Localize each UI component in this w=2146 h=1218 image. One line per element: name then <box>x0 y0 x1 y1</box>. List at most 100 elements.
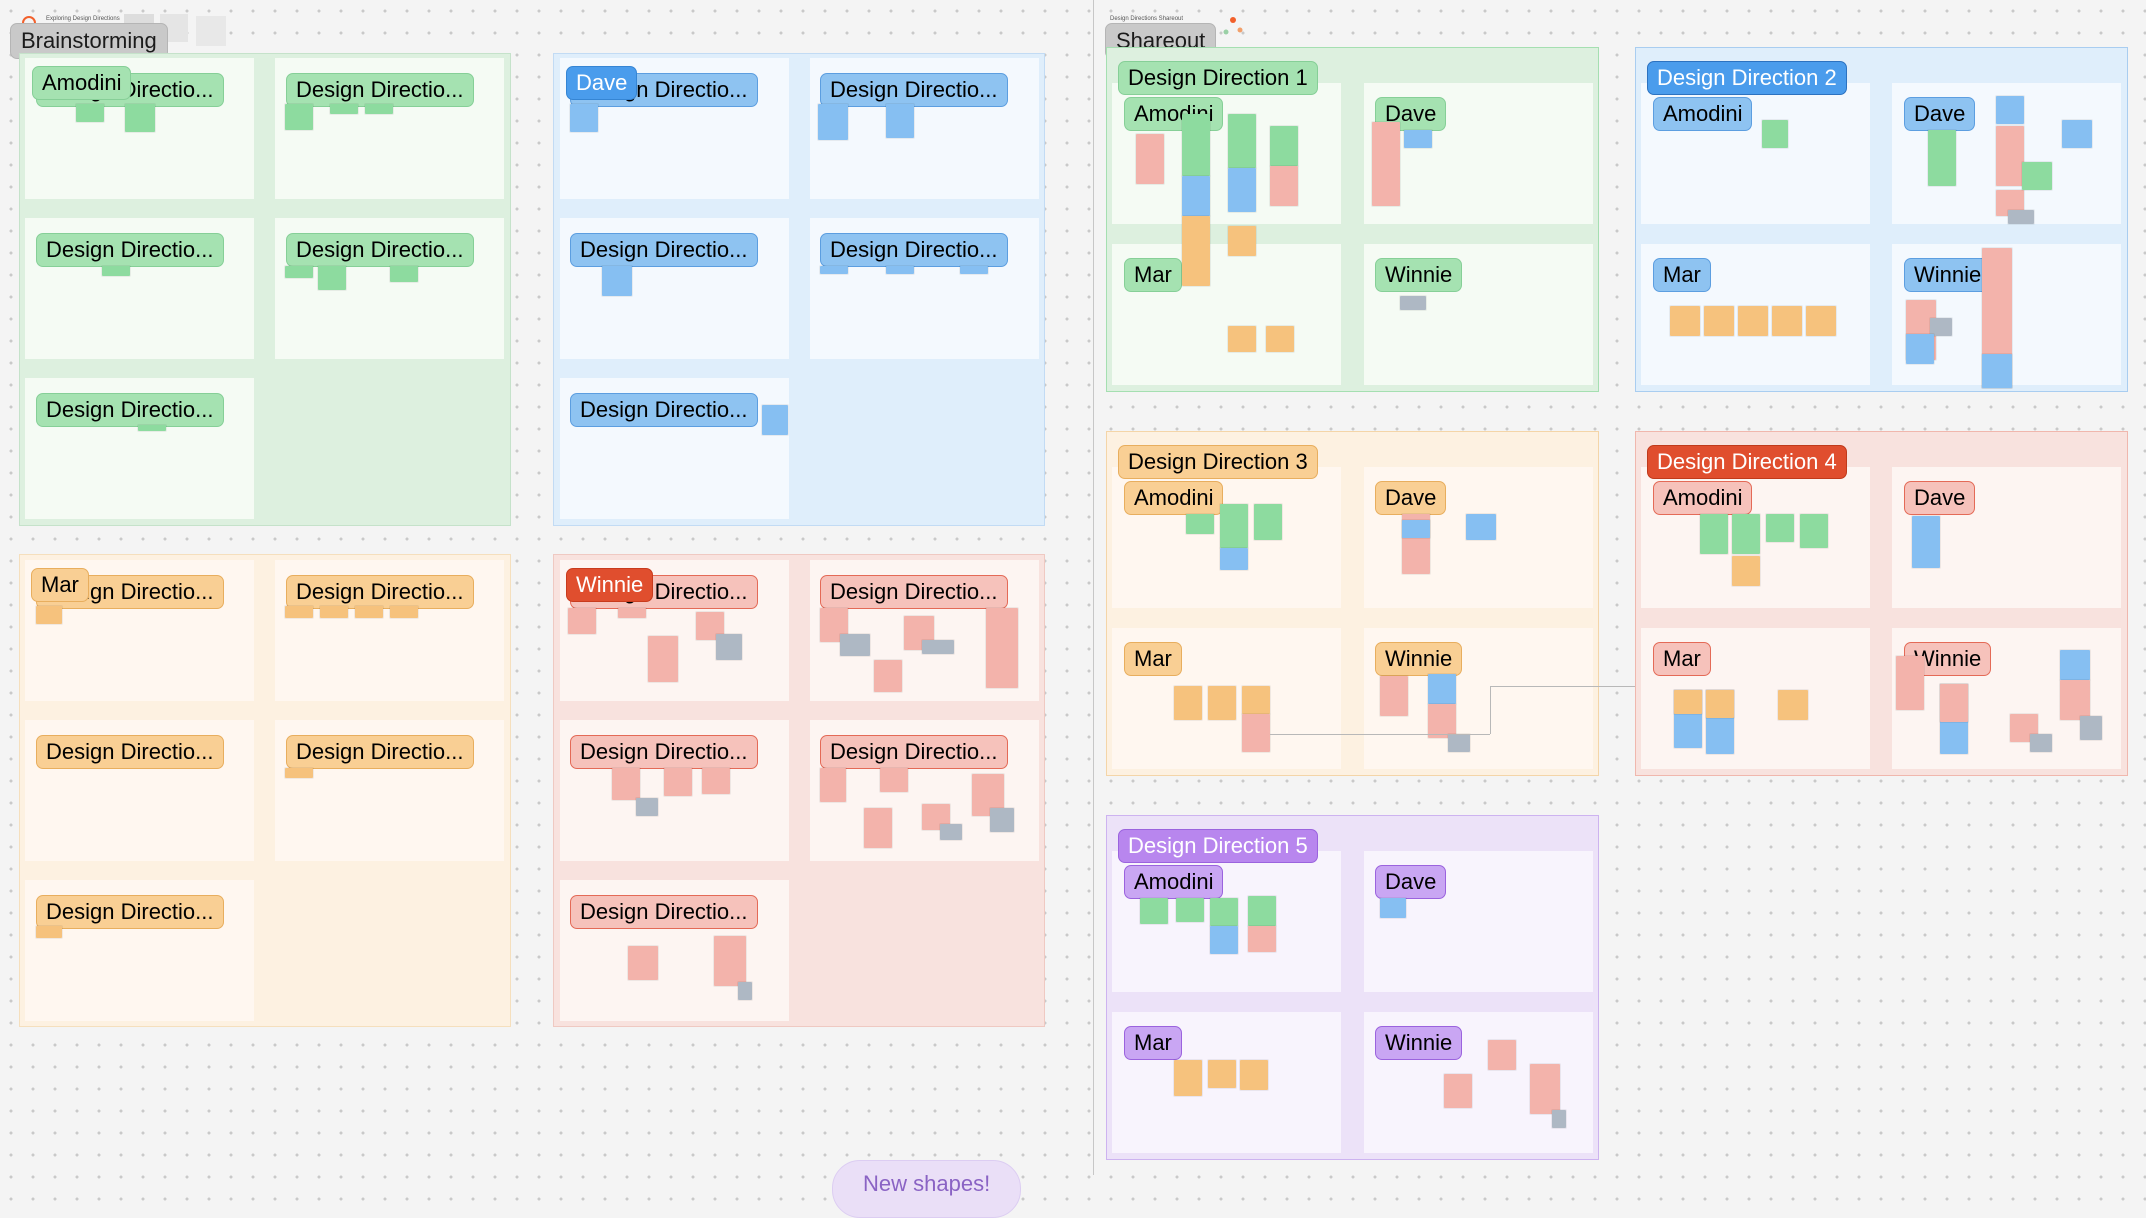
sticky-note <box>602 266 632 296</box>
sticky-note <box>125 104 155 132</box>
owner-tag[interactable]: Mar <box>1124 642 1182 676</box>
sticky-note <box>1242 714 1270 752</box>
card-title[interactable]: Design Directio... <box>36 233 224 267</box>
sticky-note <box>355 606 383 618</box>
sticky-note <box>1488 1040 1516 1070</box>
new-shapes-button[interactable]: New shapes! <box>832 1160 1022 1218</box>
card-title[interactable]: Design Directio... <box>820 575 1008 609</box>
sticky-note <box>1674 690 1702 714</box>
owner-tag[interactable]: Dave <box>1375 865 1447 899</box>
sticky-note <box>1738 306 1768 336</box>
sticky-note <box>874 660 902 692</box>
owner-tag-amodini[interactable]: Amodini <box>32 66 132 100</box>
direction-label-5[interactable]: Design Direction 5 <box>1118 829 1318 863</box>
sticky-note <box>1996 96 2024 124</box>
card-title[interactable]: Design Directio... <box>36 895 224 929</box>
sticky-note <box>1208 686 1236 720</box>
sticky-note <box>1806 306 1836 336</box>
sticky-note <box>1182 216 1210 286</box>
card-title[interactable]: Design Directio... <box>570 735 758 769</box>
owner-tag-winnie[interactable]: Winnie <box>566 568 654 602</box>
owner-tag[interactable]: Dave <box>1375 481 1447 515</box>
sticky-note <box>1210 926 1238 954</box>
sticky-note <box>716 634 742 660</box>
owner-tag[interactable]: Mar <box>1653 642 1711 676</box>
owner-tag[interactable]: Mar <box>1124 1026 1182 1060</box>
sticky-note <box>1766 514 1794 542</box>
card-title[interactable]: Design Directio... <box>286 233 474 267</box>
sticky-note <box>762 405 788 435</box>
owner-tag[interactable]: Mar <box>1653 258 1711 292</box>
owner-tag[interactable]: Amodini <box>1124 481 1224 515</box>
direction-label-3[interactable]: Design Direction 3 <box>1118 445 1318 479</box>
sticky-note <box>330 104 358 114</box>
owner-tag-mar[interactable]: Mar <box>31 568 89 602</box>
owner-tag[interactable]: Winnie <box>1375 1026 1463 1060</box>
sticky-note <box>1266 326 1294 352</box>
card-title[interactable]: Design Directio... <box>820 735 1008 769</box>
sticky-note <box>318 266 346 290</box>
sticky-note <box>36 606 62 624</box>
direction-label-1[interactable]: Design Direction 1 <box>1118 61 1318 95</box>
sticky-note <box>1706 690 1734 718</box>
sticky-note <box>1136 134 1164 184</box>
owner-tag-dave[interactable]: Dave <box>566 66 638 100</box>
card-title[interactable]: Design Directio... <box>820 233 1008 267</box>
sticky-note <box>1186 514 1214 534</box>
sticky-note <box>1996 126 2024 186</box>
card-title[interactable]: Design Directio... <box>286 575 474 609</box>
sticky-note <box>1228 226 1256 256</box>
sticky-note <box>1208 1060 1236 1088</box>
sticky-note <box>1912 516 1940 568</box>
board-title-shareout: Design Directions Shareout <box>1110 16 1184 22</box>
sticky-note <box>702 768 730 794</box>
sticky-note <box>1228 326 1256 352</box>
sticky-note <box>2080 716 2102 740</box>
card-title[interactable]: Design Directio... <box>570 393 758 427</box>
sticky-note <box>1762 120 1788 148</box>
owner-tag[interactable]: Winnie <box>1375 642 1463 676</box>
direction-label-2[interactable]: Design Direction 2 <box>1647 61 1847 95</box>
card-title[interactable]: Design Directio... <box>820 73 1008 107</box>
sticky-note <box>864 808 892 848</box>
sticky-note <box>2062 120 2092 148</box>
sticky-note <box>1182 176 1210 216</box>
sticky-note <box>1930 318 1952 336</box>
card-title[interactable]: Design Directio... <box>36 735 224 769</box>
sticky-note <box>568 608 596 634</box>
card-title[interactable]: Design Directio... <box>36 393 224 427</box>
sticky-note <box>570 104 598 132</box>
owner-tag[interactable]: Winnie <box>1904 258 1992 292</box>
sticky-note <box>390 266 418 282</box>
sticky-note <box>1732 556 1760 586</box>
sticky-note <box>820 768 846 802</box>
sticky-note <box>320 606 348 618</box>
card-title[interactable]: Design Directio... <box>286 73 474 107</box>
owner-tag[interactable]: Winnie <box>1904 642 1992 676</box>
sticky-note <box>1402 520 1430 538</box>
card-title[interactable]: Design Directio... <box>286 735 474 769</box>
sticky-note <box>2030 734 2052 752</box>
direction-label-4[interactable]: Design Direction 4 <box>1647 445 1847 479</box>
sticky-note <box>648 636 678 682</box>
owner-tag[interactable]: Amodini <box>1653 481 1753 515</box>
sticky-note <box>940 824 962 840</box>
sticky-note <box>818 104 848 140</box>
owner-tag[interactable]: Dave <box>1904 481 1976 515</box>
owner-tag[interactable]: Mar <box>1124 258 1182 292</box>
sticky-note <box>618 608 646 618</box>
sticky-note <box>285 606 313 618</box>
card-title[interactable]: Design Directio... <box>570 233 758 267</box>
sticky-note <box>986 608 1018 688</box>
owner-tag[interactable]: Dave <box>1904 97 1976 131</box>
sticky-note <box>1176 898 1204 922</box>
thumbnail-strip-3 <box>196 16 226 46</box>
sticky-note <box>1220 504 1248 548</box>
owner-tag[interactable]: Amodini <box>1653 97 1753 131</box>
sticky-note <box>1400 296 1426 310</box>
sticky-note <box>1530 1064 1560 1114</box>
sticky-note <box>1704 306 1734 336</box>
owner-tag[interactable]: Amodini <box>1124 865 1224 899</box>
owner-tag[interactable]: Winnie <box>1375 258 1463 292</box>
card-title[interactable]: Design Directio... <box>570 895 758 929</box>
